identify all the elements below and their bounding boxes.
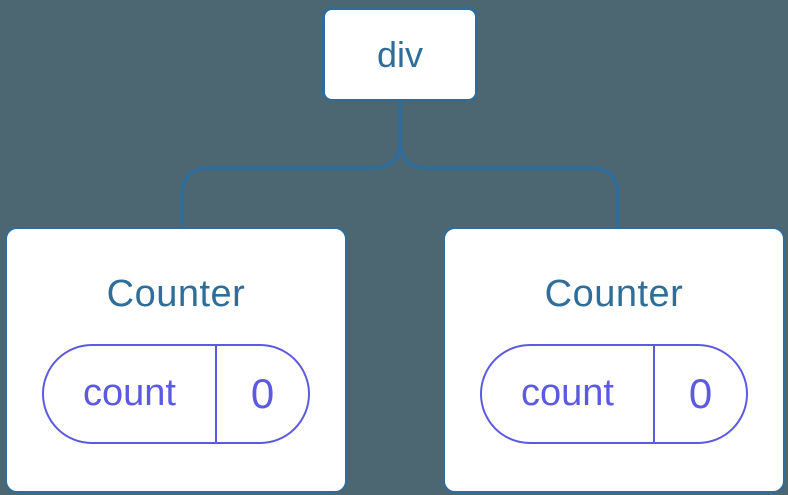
- connector-right-branch: [398, 102, 620, 227]
- counter-node-left: Counter count 0: [5, 227, 347, 493]
- component-name: Counter: [106, 273, 246, 315]
- component-name: Counter: [544, 273, 684, 315]
- state-key: count: [44, 345, 217, 442]
- state-badge: count 0: [42, 343, 310, 444]
- connector-left-branch: [180, 102, 402, 227]
- state-value: 0: [250, 369, 275, 417]
- counter-node-right: Counter count 0: [443, 227, 785, 493]
- state-key: count: [482, 345, 655, 442]
- root-node: div: [322, 7, 478, 102]
- state-badge: count 0: [480, 343, 748, 444]
- root-node-label: div: [376, 33, 424, 75]
- state-value: 0: [688, 369, 713, 417]
